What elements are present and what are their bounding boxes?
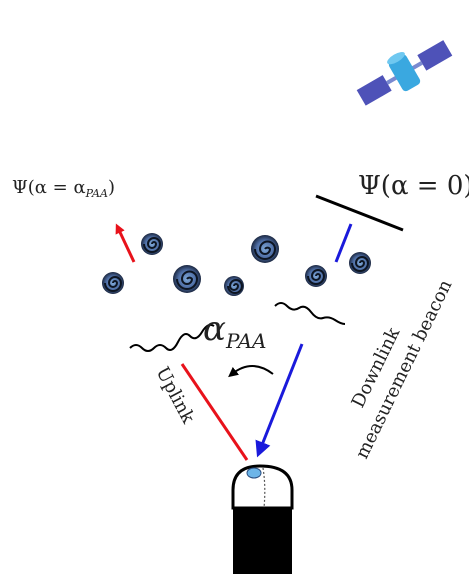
turbulence-swirl-icon [102,272,124,294]
downlink-beam [255,343,304,458]
uplink-direction-arrow [115,223,136,263]
turbulence-swirl-icon [224,276,244,296]
alpha-paa-label: αPAA [203,309,266,353]
turbulence-swirl-icon [349,252,371,274]
psi-paa-label: Ψ(α = αPAA) [12,177,115,200]
telescope-icon [231,464,294,574]
reference-plane-line [315,194,404,232]
angle-arrow [228,365,274,378]
turbulence-swirl-icon [141,233,163,255]
psi-zero-label: Ψ(α = 0) [358,171,469,201]
turbulence-swirl-icon [251,235,279,263]
turbulence-swirls [102,233,371,296]
turbulence-swirl-icon [305,265,327,287]
wavy-line-right [274,302,346,325]
wavy-line-left [129,323,215,352]
downlink-segment-top [334,223,353,263]
uplink-label: Uplink [152,363,200,427]
satellite-icon [356,40,453,106]
uplink-beam [180,363,249,461]
turbulence-swirl-icon [173,265,201,293]
